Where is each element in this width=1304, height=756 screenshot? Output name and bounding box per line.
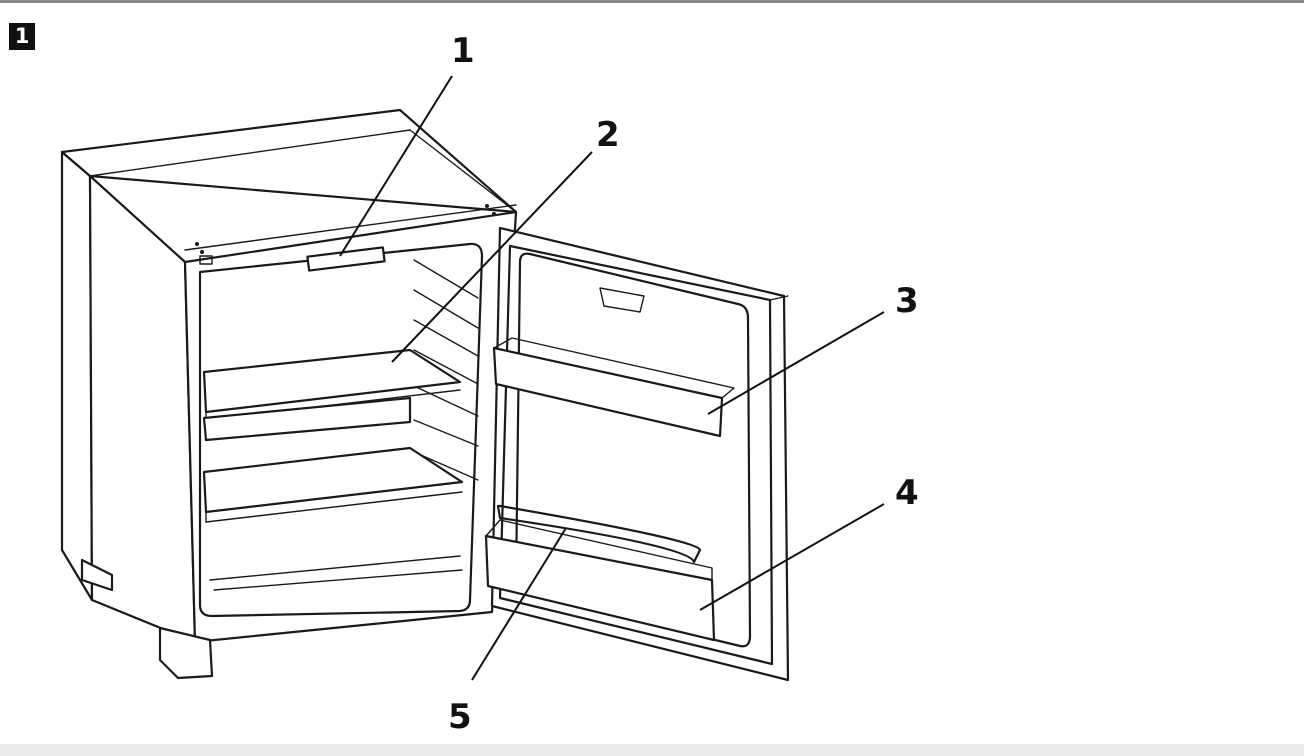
bottle-rail [496, 504, 702, 564]
cabinet-foot-front [158, 626, 214, 680]
callout-2: 2 [596, 115, 620, 155]
shelf-lower [202, 446, 464, 514]
fridge-door [484, 226, 790, 682]
shelf-crisper [202, 396, 412, 442]
leader-line-4 [699, 503, 885, 611]
fridge-cabinet [60, 108, 518, 680]
cabinet-foot-left [80, 558, 114, 592]
callout-1: 1 [451, 31, 475, 71]
bottom-band [0, 744, 1304, 756]
cabinet-top [60, 108, 518, 214]
interior-opening [198, 242, 484, 618]
top-rule [0, 0, 1304, 3]
callout-4: 4 [895, 473, 919, 513]
shelf-upper [202, 348, 462, 414]
cabinet-left-side [60, 150, 94, 602]
leader-lines [339, 75, 885, 681]
leader-line-2 [391, 151, 593, 363]
callout-5: 5 [448, 697, 472, 737]
leader-line-5 [471, 527, 567, 681]
control-module [306, 246, 386, 272]
callout-3: 3 [895, 281, 919, 321]
leader-line-1 [339, 75, 453, 257]
figure-number-badge: 1 [9, 23, 35, 50]
leader-line-3 [707, 311, 885, 415]
shelf-rails [413, 259, 479, 481]
